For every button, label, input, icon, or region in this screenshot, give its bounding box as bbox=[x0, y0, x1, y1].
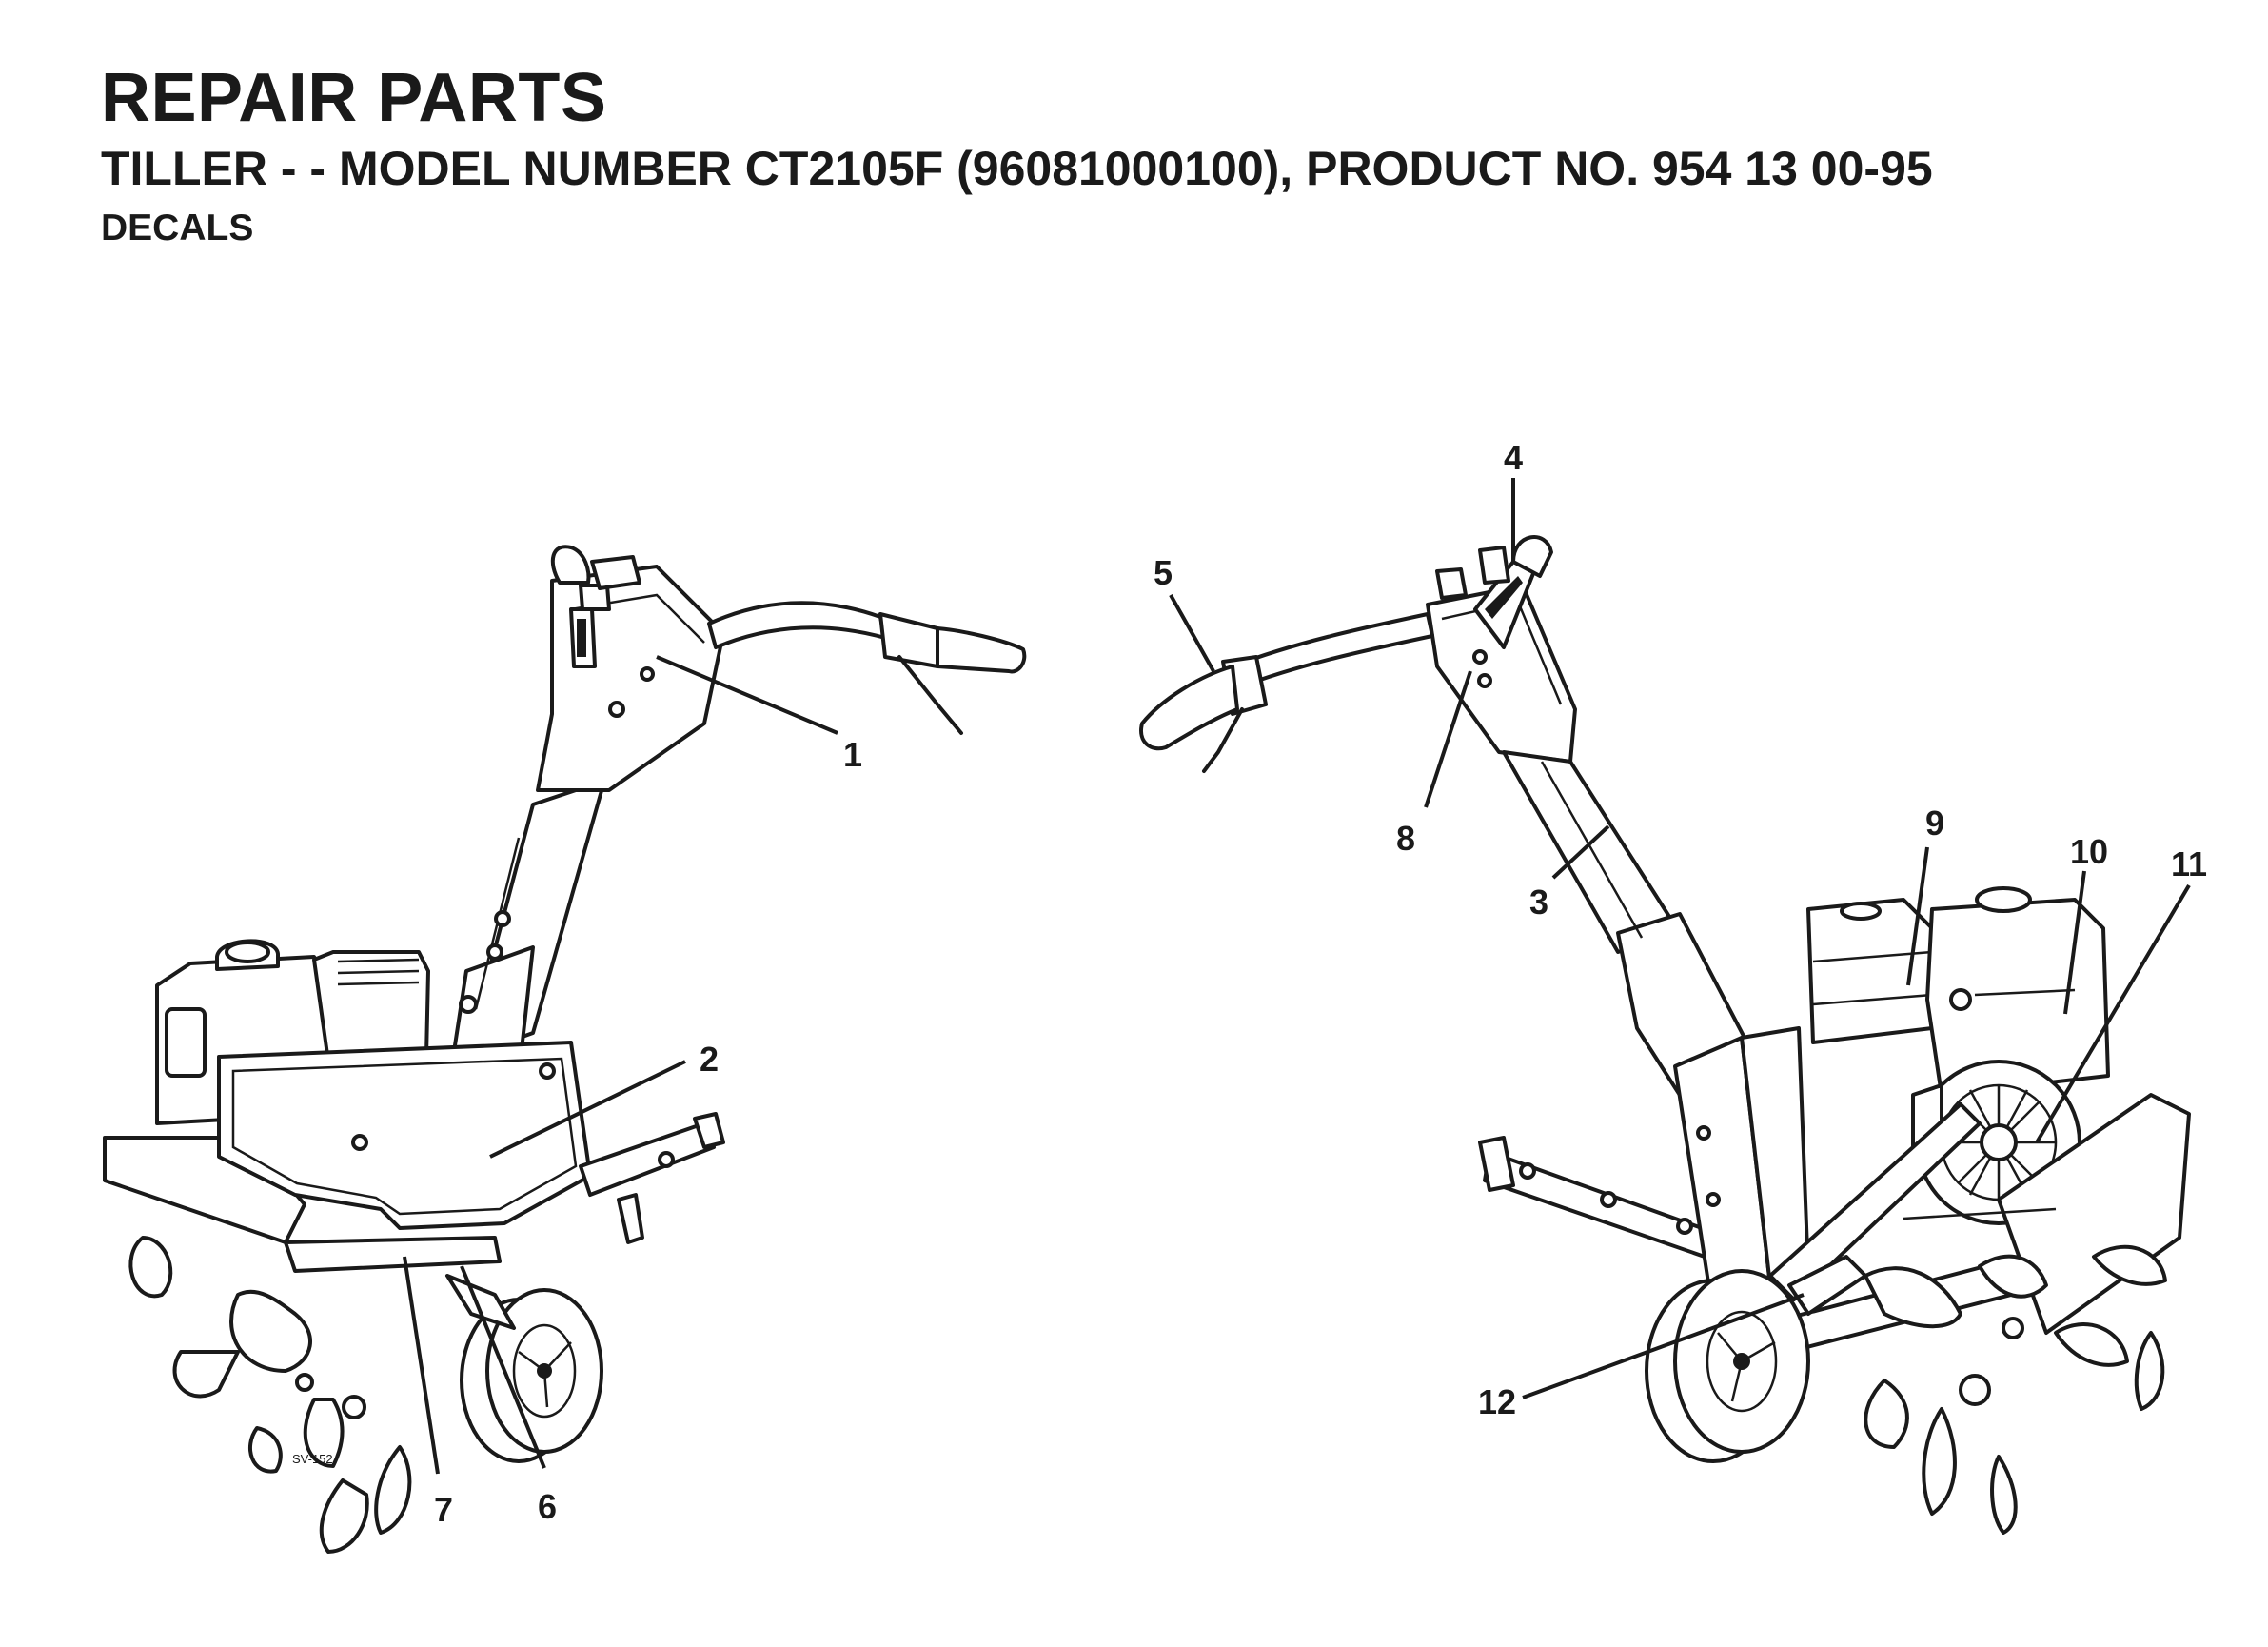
callout-4: 4 bbox=[1504, 438, 1523, 562]
callout-3: 3 bbox=[1529, 824, 1610, 922]
left-tines bbox=[128, 1236, 412, 1554]
callout-10: 10 bbox=[2063, 832, 2108, 1015]
callout-7: 7 bbox=[403, 1256, 453, 1529]
callout-11: 11 bbox=[2035, 844, 2207, 1144]
callout-label-9: 9 bbox=[1925, 804, 1944, 843]
page-title: REPAIR PARTS bbox=[101, 60, 607, 136]
callout-label-6: 6 bbox=[538, 1487, 557, 1526]
callout-label-10: 10 bbox=[2070, 832, 2108, 871]
callout-5: 5 bbox=[1154, 553, 1215, 672]
model-subtitle: TILLER - - MODEL NUMBER CT2105F (9608100… bbox=[101, 142, 1933, 195]
callout-2: 2 bbox=[489, 1040, 719, 1159]
left-wheel bbox=[445, 1274, 603, 1463]
callout-1: 1 bbox=[656, 655, 862, 774]
right-handle-console bbox=[1139, 535, 1577, 773]
callout-12: 12 bbox=[1478, 1293, 1805, 1421]
callout-label-3: 3 bbox=[1529, 883, 1548, 922]
left-tiller-illustration: SV-152 bbox=[103, 545, 1027, 1554]
callout-label-5: 5 bbox=[1154, 553, 1173, 592]
section-heading: DECALS bbox=[101, 208, 254, 248]
left-engine bbox=[155, 939, 430, 1125]
callout-label-1: 1 bbox=[843, 735, 862, 774]
drawing-code: SV-152 bbox=[292, 1452, 333, 1466]
callout-label-8: 8 bbox=[1396, 819, 1415, 858]
right-tiller-illustration bbox=[1139, 535, 2191, 1535]
callout-label-12: 12 bbox=[1478, 1382, 1516, 1421]
callout-label-7: 7 bbox=[434, 1490, 453, 1529]
callout-label-4: 4 bbox=[1504, 438, 1523, 477]
callout-9: 9 bbox=[1906, 804, 1944, 986]
callout-label-11: 11 bbox=[2171, 844, 2207, 883]
right-wheel bbox=[1645, 1255, 1867, 1463]
callout-6: 6 bbox=[460, 1265, 557, 1526]
left-frame bbox=[103, 1041, 725, 1273]
callout-label-2: 2 bbox=[700, 1040, 719, 1079]
left-handle-column bbox=[445, 545, 1027, 1097]
callout-8: 8 bbox=[1396, 670, 1472, 858]
right-tines bbox=[1864, 1244, 2167, 1535]
